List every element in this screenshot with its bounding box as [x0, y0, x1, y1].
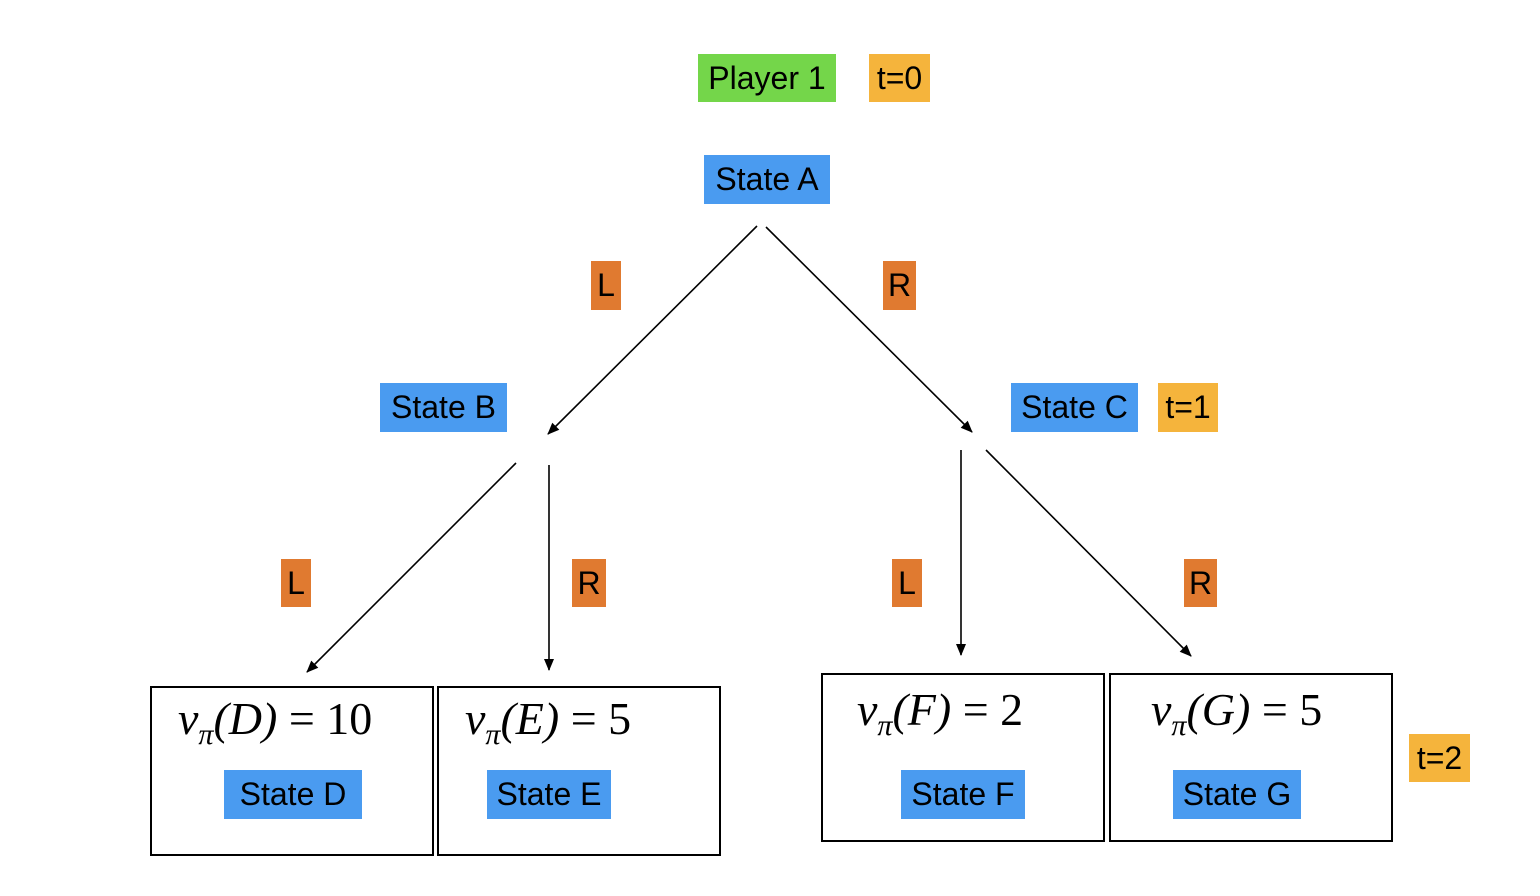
value-e-func: v [465, 693, 486, 744]
action-c-left: L [892, 559, 922, 607]
action-a-left: L [591, 261, 621, 310]
time-label-t0: t=0 [869, 54, 930, 102]
value-e-sub: π [485, 718, 501, 751]
value-g-func: v [1151, 684, 1172, 735]
edge-a-c [765, 226, 973, 433]
value-g-eq: = 5 [1250, 684, 1323, 735]
state-e-label: State E [487, 770, 611, 819]
state-d-label: State D [224, 770, 362, 819]
value-g: vπ(G) = 5 [1151, 683, 1322, 743]
value-e-arg: (E) [500, 693, 560, 744]
value-f-arg: (F) [892, 684, 952, 735]
player-label: Player 1 [698, 54, 836, 102]
action-b-left: L [281, 559, 311, 607]
state-a-label: State A [704, 155, 830, 204]
state-c-label: State C [1011, 383, 1138, 432]
value-f-sub: π [877, 709, 893, 742]
state-b-label: State B [380, 383, 507, 432]
edge-c-g [985, 449, 1192, 657]
value-d-eq: = 10 [277, 693, 373, 744]
value-d-sub: π [198, 718, 214, 751]
value-d-arg: (D) [213, 693, 278, 744]
action-b-right: R [572, 559, 606, 607]
time-label-t1: t=1 [1158, 383, 1218, 432]
value-e-eq: = 5 [559, 693, 632, 744]
leaf-box-d: vπ(D) = 10 State D [150, 686, 434, 856]
value-g-sub: π [1171, 709, 1187, 742]
leaf-box-f: vπ(F) = 2 State F [821, 673, 1105, 842]
value-f: vπ(F) = 2 [857, 683, 1023, 743]
value-d-func: v [178, 693, 199, 744]
edge-a-b [547, 225, 758, 435]
action-a-right: R [883, 261, 916, 310]
value-d: vπ(D) = 10 [178, 692, 372, 752]
edge-b-d [306, 462, 517, 673]
leaf-box-g: vπ(G) = 5 State G [1109, 673, 1393, 842]
value-f-func: v [857, 684, 878, 735]
state-g-label: State G [1173, 770, 1301, 819]
value-f-eq: = 2 [951, 684, 1024, 735]
leaf-box-e: vπ(E) = 5 State E [437, 686, 721, 856]
time-label-t2: t=2 [1409, 734, 1470, 782]
value-g-arg: (G) [1186, 684, 1251, 735]
value-e: vπ(E) = 5 [465, 692, 631, 752]
action-c-right: R [1184, 559, 1217, 607]
state-f-label: State F [901, 770, 1025, 819]
